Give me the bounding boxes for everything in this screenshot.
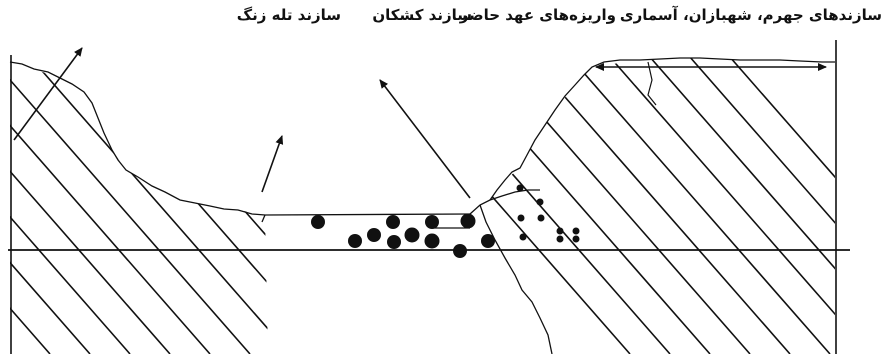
small-pebbles xyxy=(516,184,580,243)
scarp-line xyxy=(647,61,657,106)
pebble xyxy=(536,198,544,206)
pebble xyxy=(572,227,580,235)
clast xyxy=(453,244,467,258)
right-surface-profile xyxy=(489,57,835,201)
arrow-kashkan xyxy=(379,79,471,199)
label-kashkan-formation: سازند کشکان xyxy=(372,6,472,24)
clast xyxy=(387,235,401,249)
kashkan-lower-boundary xyxy=(479,204,553,354)
label-tale-zang-formation: سازند تله زنگ xyxy=(236,6,341,24)
tale-zang-rock-hatching xyxy=(10,62,268,354)
clast xyxy=(386,215,400,229)
clast xyxy=(425,215,439,229)
pebble xyxy=(537,214,545,222)
clast xyxy=(367,228,381,242)
clast xyxy=(311,215,325,229)
clast xyxy=(460,213,476,229)
pebble xyxy=(519,233,527,241)
clast xyxy=(348,234,362,248)
clast xyxy=(481,234,495,248)
pebble xyxy=(516,184,524,192)
clast xyxy=(424,233,440,249)
left-surface-profile xyxy=(9,61,266,216)
pebble xyxy=(572,235,580,243)
label-jahrom-shahbazan-asmari: سازندهای جهرم، شهبازان، آسماری xyxy=(619,6,882,24)
pebble xyxy=(556,235,564,243)
arrow-alluvium xyxy=(261,135,284,193)
jahrom-asmari-rock-hatching xyxy=(490,58,835,354)
gravel-large-clasts xyxy=(311,213,495,258)
pebble xyxy=(556,227,564,235)
pebble xyxy=(517,214,525,222)
arrow-tale-zang xyxy=(13,47,83,141)
label-recent-alluvium: واریزه‌های عهد حاضر xyxy=(459,6,616,24)
label-arrows xyxy=(13,47,827,199)
clast xyxy=(404,227,420,243)
alluvium-left-wall xyxy=(261,214,266,223)
alluvium-top-boundary xyxy=(264,213,471,216)
